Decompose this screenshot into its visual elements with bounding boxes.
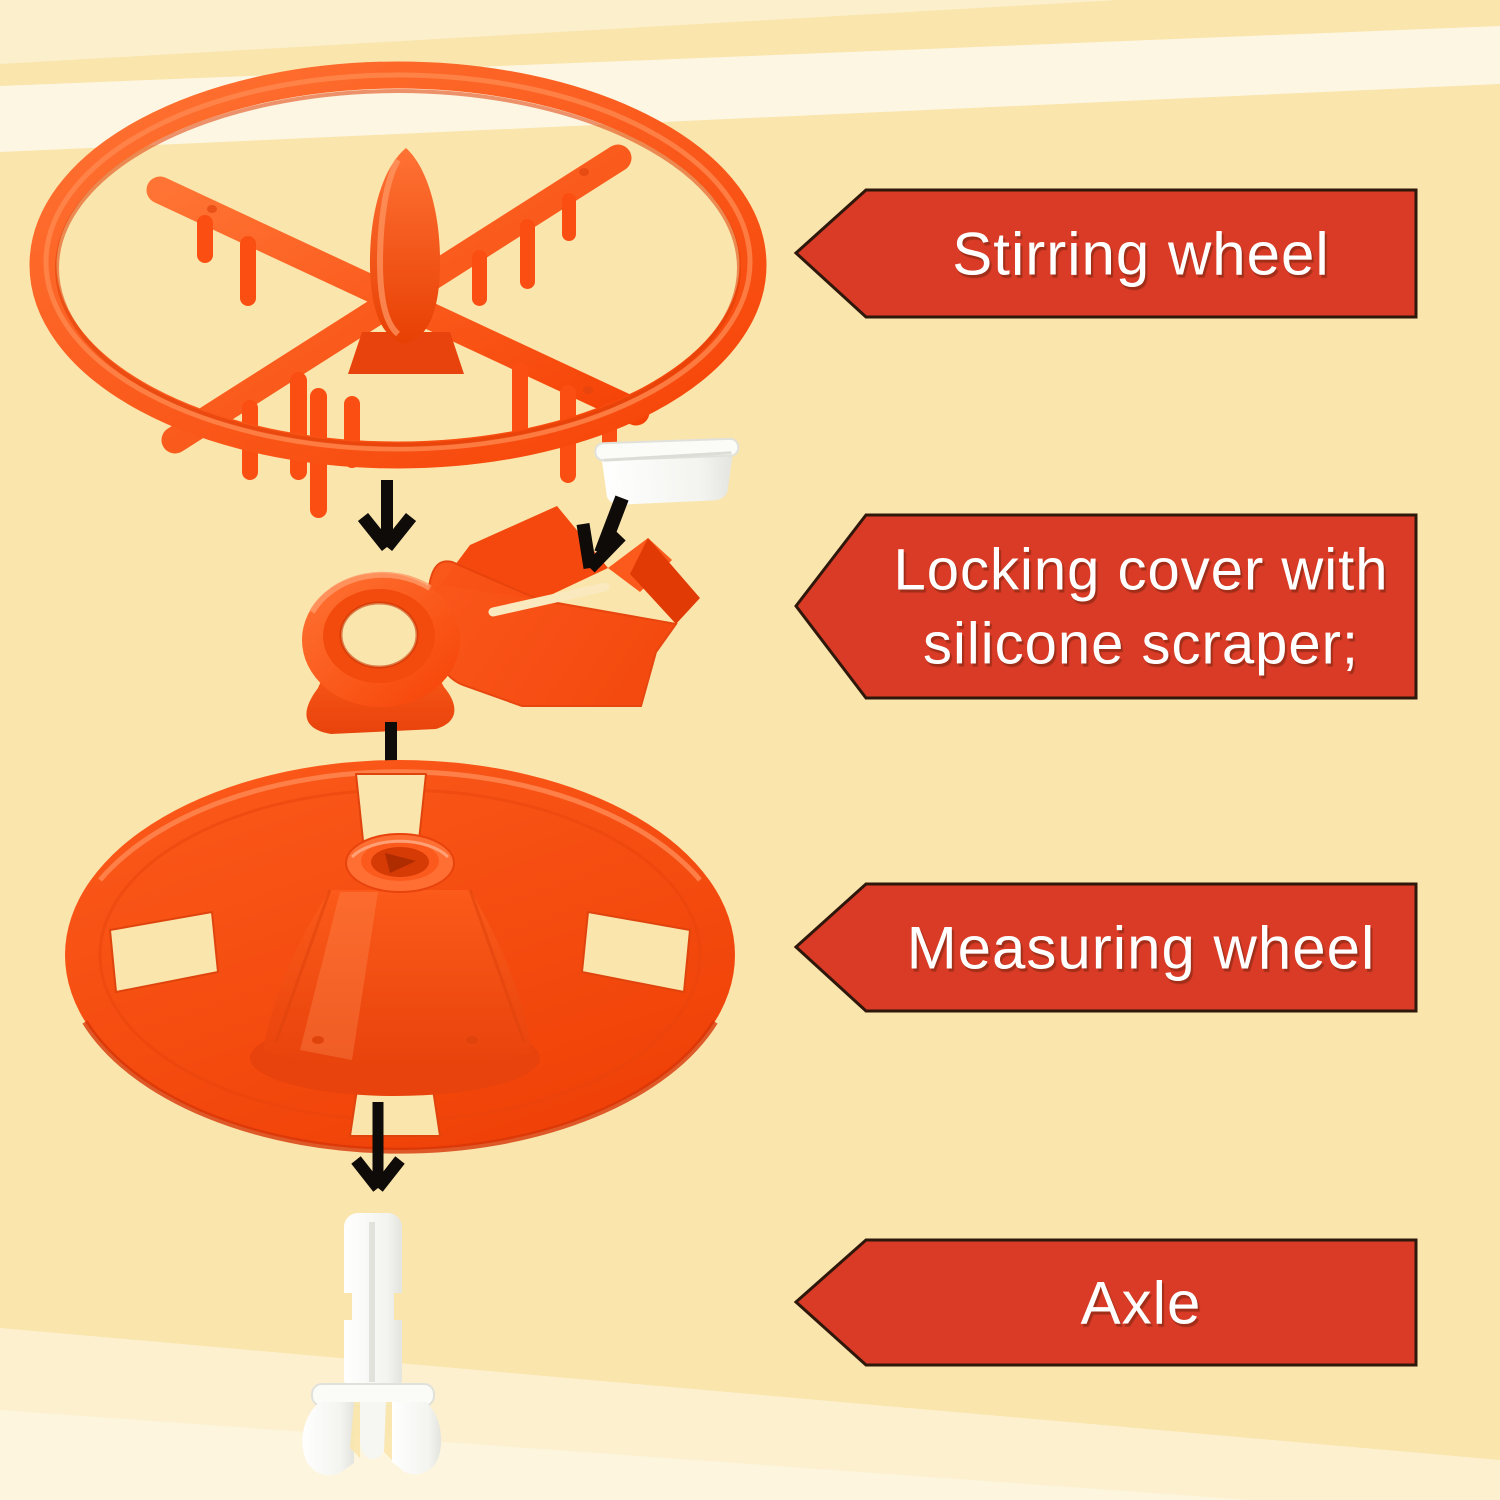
down-arrow-icon-3 <box>351 1102 405 1192</box>
label-arrow-axle <box>793 1238 1418 1367</box>
locking-cover-image <box>302 506 700 734</box>
label-text-axle: Axle <box>1081 1270 1202 1337</box>
down-arrow-icon-1 <box>357 480 417 552</box>
stirring-wheel-ring <box>29 61 767 469</box>
silicone-scraper-cap-image <box>594 437 740 505</box>
axle-notch-left <box>340 1293 352 1320</box>
label-arrow-measuring-wheel <box>793 882 1418 1013</box>
label-text-locking-cover-line1: Locking cover with <box>893 538 1388 603</box>
label-arrow-locking-cover <box>794 513 1418 700</box>
axle-legs <box>302 1402 442 1476</box>
measuring-wheel-socket <box>345 833 455 893</box>
measuring-wheel-cone <box>250 889 540 1096</box>
axle-image <box>302 1213 442 1476</box>
locking-cover-ring <box>302 571 460 707</box>
background-stripe-top-cream <box>0 0 1118 64</box>
diagonal-down-left-arrow-icon <box>576 495 629 573</box>
axle-notch-right <box>394 1293 406 1320</box>
stirring-wheel-image <box>29 61 767 518</box>
label-text-locking-cover-line2: silicone scraper; <box>923 612 1359 677</box>
background-stripe-top-white <box>0 26 1500 152</box>
measuring-wheel-image <box>65 760 735 1154</box>
label-group: Stirring wheel Locking cover with silico… <box>793 188 1418 1367</box>
label-text-measuring-wheel: Measuring wheel <box>907 915 1376 982</box>
label-text-stirring-wheel: Stirring wheel <box>952 221 1330 288</box>
locking-cover-fan <box>426 506 700 707</box>
locking-cover-slot <box>488 582 610 617</box>
stirring-wheel-hub-cone <box>348 148 464 374</box>
label-arrow-stirring-wheel <box>793 188 1418 319</box>
